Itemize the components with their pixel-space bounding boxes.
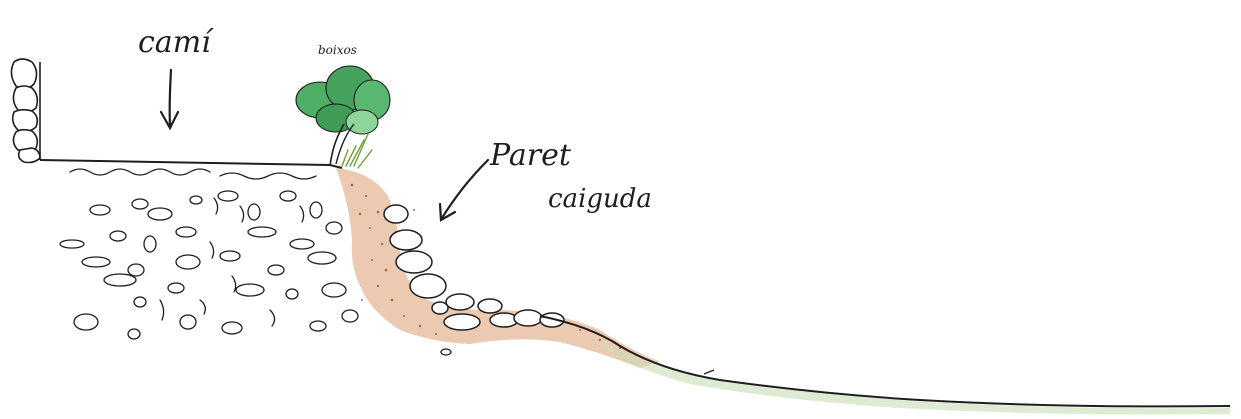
ground-mark	[704, 370, 714, 374]
path-arrow	[161, 70, 178, 128]
wall-arrow	[440, 160, 488, 220]
path-label: camí	[138, 25, 214, 60]
slope-shade	[600, 340, 1230, 414]
bushes-label: boixos	[318, 43, 357, 57]
wall-label-line1: Paret	[489, 138, 572, 173]
stone-wall	[11, 59, 40, 163]
grass-tuft	[342, 134, 372, 168]
bush	[296, 66, 390, 166]
wall-label-line2: caiguda	[548, 184, 652, 214]
path-surface	[40, 160, 342, 168]
